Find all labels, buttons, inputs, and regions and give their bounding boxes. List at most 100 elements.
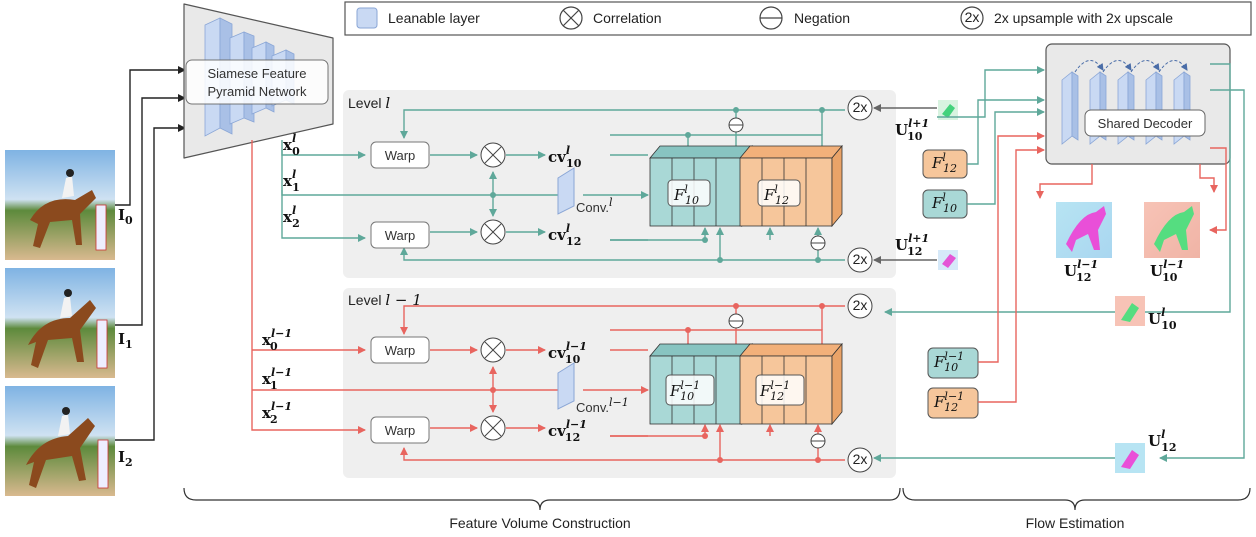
feature-volume-f10-l (649, 144, 753, 228)
warp-box-lm1-0 (370, 336, 430, 364)
correlation-icon (559, 6, 583, 30)
input-label-i1: I1 (118, 330, 133, 351)
correlation-node-lm1-10 (480, 337, 506, 363)
level-l-title: Level l (348, 94, 390, 112)
decoder-label: Shared Decoder (1098, 116, 1193, 131)
shared-decoder: Shared Decoder (1045, 43, 1231, 165)
warp-label-l2: Warp (385, 228, 416, 243)
negation-node-lm1-top (728, 313, 744, 329)
warp-box-lm1-2 (370, 416, 430, 444)
input-image-2 (5, 386, 115, 496)
flow-thumb-u10-l (1115, 296, 1145, 326)
legend-layer-label: Leanable layer (388, 10, 480, 26)
upsample-node-lm1-bottom (847, 447, 873, 473)
negation-node-l-top (728, 117, 744, 133)
upsample-glyph-l-top: 2x (853, 99, 868, 115)
pyramid-label-line1: Siamese Feature (208, 66, 307, 81)
conv-layer-l (557, 167, 575, 215)
level-l-flow-inputs (873, 104, 937, 264)
decoder-wiring-red (978, 132, 1227, 403)
legend-negation-label: Negation (794, 10, 850, 26)
f12-lm1-chip (755, 374, 805, 406)
warp-label-lm1-0: Warp (385, 343, 416, 358)
upsample-node-l-top (847, 95, 873, 121)
upsample-node-l-bottom (847, 247, 873, 273)
correlation-node-l12 (480, 219, 506, 245)
correlation-node-lm1-12 (480, 415, 506, 441)
negation-node-lm1-bottom (810, 433, 826, 449)
flow-thumb-u12-l (1115, 443, 1145, 473)
correlation-node-l10 (480, 142, 506, 168)
input-label-i2: I2 (118, 448, 133, 469)
warp-label-l0: Warp (385, 148, 416, 163)
upsample-glyph-l-bottom: 2x (853, 251, 868, 267)
section-flow-label: Flow Estimation (1026, 515, 1125, 531)
input-image-0 (5, 150, 115, 260)
decoder-wiring-teal (873, 63, 1245, 462)
flow-output-u12-lm1 (1056, 202, 1112, 258)
level-lm1-title: Level l − 1 (348, 291, 422, 309)
upsample-glyph-lm1-bottom: 2x (853, 451, 868, 467)
legend-correlation-label: Correlation (593, 10, 661, 26)
level-lm1-junctions (490, 303, 825, 463)
feature-pyramid: Siamese Feature Pyramid Network (183, 3, 334, 159)
upsample-icon (960, 6, 984, 30)
chip-f12-lm1 (927, 387, 979, 419)
conv-layer-lm1 (557, 362, 575, 410)
negation-icon (759, 6, 783, 30)
legend-upsample-label: 2x upsample with 2x upscale (994, 10, 1173, 26)
level-l-operators: Warp Warp 2x 2x (370, 95, 873, 273)
level-l-wiring (281, 109, 845, 261)
upsample-glyph-lm1-top: 2x (853, 297, 868, 313)
conv-lm1-label: Conv.l−1 (576, 396, 629, 415)
f10-l-chip (667, 179, 711, 207)
flow-thumb-u10-lplus1-shape (942, 104, 955, 118)
conv-l-label: Conv.l (576, 196, 613, 215)
upsample-node-lm1-top (847, 293, 873, 319)
input-image-1 (5, 268, 115, 378)
f12-l-chip (757, 179, 801, 207)
negation-node-l-bottom (810, 235, 826, 251)
warp-label-lm1-2: Warp (385, 423, 416, 438)
section-braces (183, 487, 1251, 511)
warp-box-l0 (370, 141, 430, 169)
flow-output-u10-lm1 (1144, 202, 1200, 258)
f10-lm1-chip (665, 374, 715, 406)
warp-box-l2 (370, 221, 430, 249)
level-l-junctions (490, 107, 825, 263)
pyramid-label-line2: Pyramid Network (208, 84, 307, 99)
learnable-layer-icon (356, 7, 378, 29)
legend-frame (344, 1, 1252, 36)
input-label-i0: I0 (118, 206, 133, 227)
legend: Leanable layer Correlation Negation 2x 2… (344, 1, 1252, 36)
input-images (5, 150, 115, 496)
legend-upsample-glyph: 2x (965, 9, 980, 25)
flow-thumb-u12-lplus1-shape (942, 254, 956, 268)
